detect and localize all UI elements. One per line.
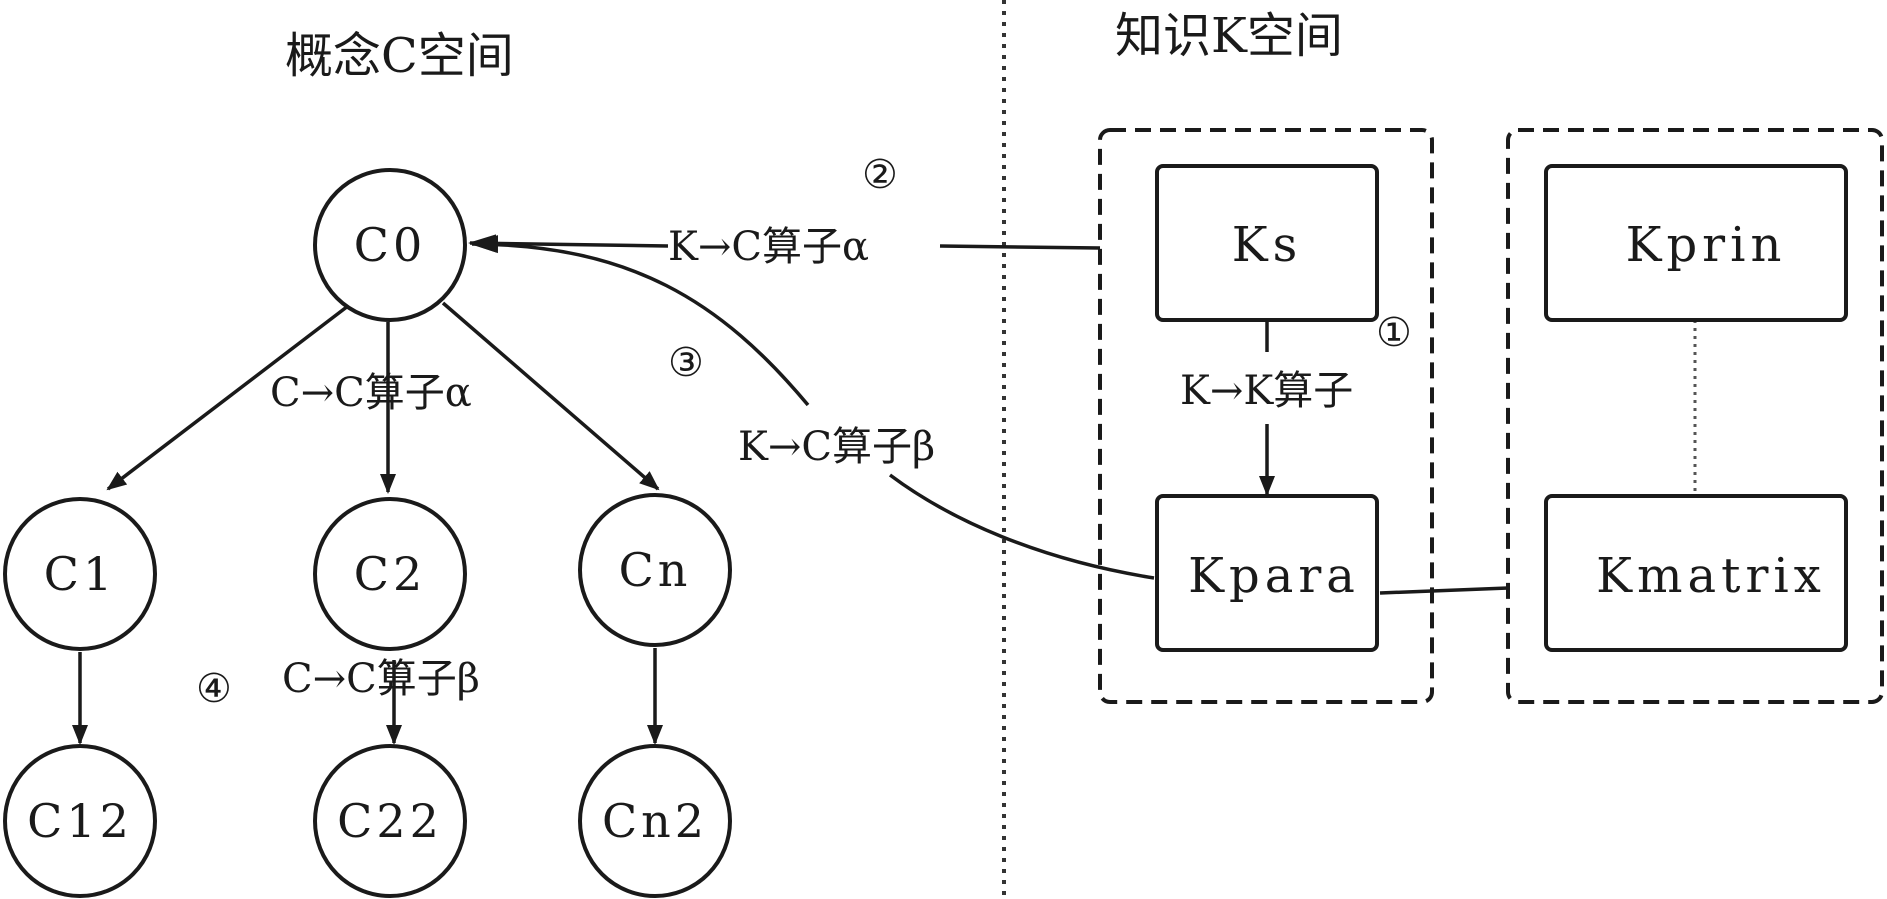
node-c1-label: C1: [44, 547, 116, 601]
node-c12-label: C12: [27, 794, 133, 848]
box-kpara: Kpara: [1155, 494, 1379, 652]
box-ks-label: Ks: [1232, 217, 1303, 273]
box-kmatrix: Kmatrix: [1544, 494, 1848, 652]
label-cc-alpha: C→C算子α: [270, 370, 472, 416]
node-cn2-label: Cn2: [602, 794, 708, 848]
knowledge-group-right: [1506, 128, 1884, 704]
edge-ks-c0: [939, 244, 1101, 250]
node-c12: C12: [3, 744, 157, 898]
node-cn: Cn: [578, 493, 732, 647]
knowledge-group-left: [1098, 128, 1434, 704]
node-cn-label: Cn: [619, 543, 692, 597]
node-cn2: Cn2: [578, 744, 732, 898]
box-kprin: Kprin: [1544, 164, 1848, 322]
edge-kpara-c0-upper: [470, 235, 810, 407]
step-marker-4: ④: [196, 666, 232, 712]
box-kpara-label: Kpara: [1188, 548, 1360, 604]
box-kprin-label: Kprin: [1626, 217, 1787, 273]
edge-c0-c1: [106, 304, 350, 491]
node-c2-label: C2: [354, 547, 426, 601]
node-c0: C0: [313, 168, 467, 322]
step-marker-2: ②: [862, 152, 898, 198]
edge-kpara-kmatrix: [1379, 586, 1509, 595]
label-kc-beta: K→C算子β: [738, 424, 935, 470]
knowledge-space-title: 知识K空间: [1115, 8, 1343, 64]
node-c22-label: C22: [337, 794, 443, 848]
concept-space-title: 概念C空间: [285, 28, 514, 84]
node-c0-label: C0: [354, 218, 426, 272]
node-c1: C1: [3, 497, 157, 651]
edge-c0-cn: [441, 301, 660, 491]
label-cc-beta: C→C算子β: [282, 656, 480, 702]
step-marker-1: ①: [1376, 310, 1412, 356]
box-ks: Ks: [1155, 164, 1379, 322]
box-kmatrix-label: Kmatrix: [1596, 548, 1826, 604]
node-c2: C2: [313, 497, 467, 651]
step-marker-3: ③: [668, 340, 704, 386]
label-kk: K→K算子: [1180, 368, 1353, 414]
edge-kpara-c0-lower: [888, 473, 1155, 580]
node-c22: C22: [313, 744, 467, 898]
label-kc-alpha: K→C算子α: [668, 224, 869, 270]
